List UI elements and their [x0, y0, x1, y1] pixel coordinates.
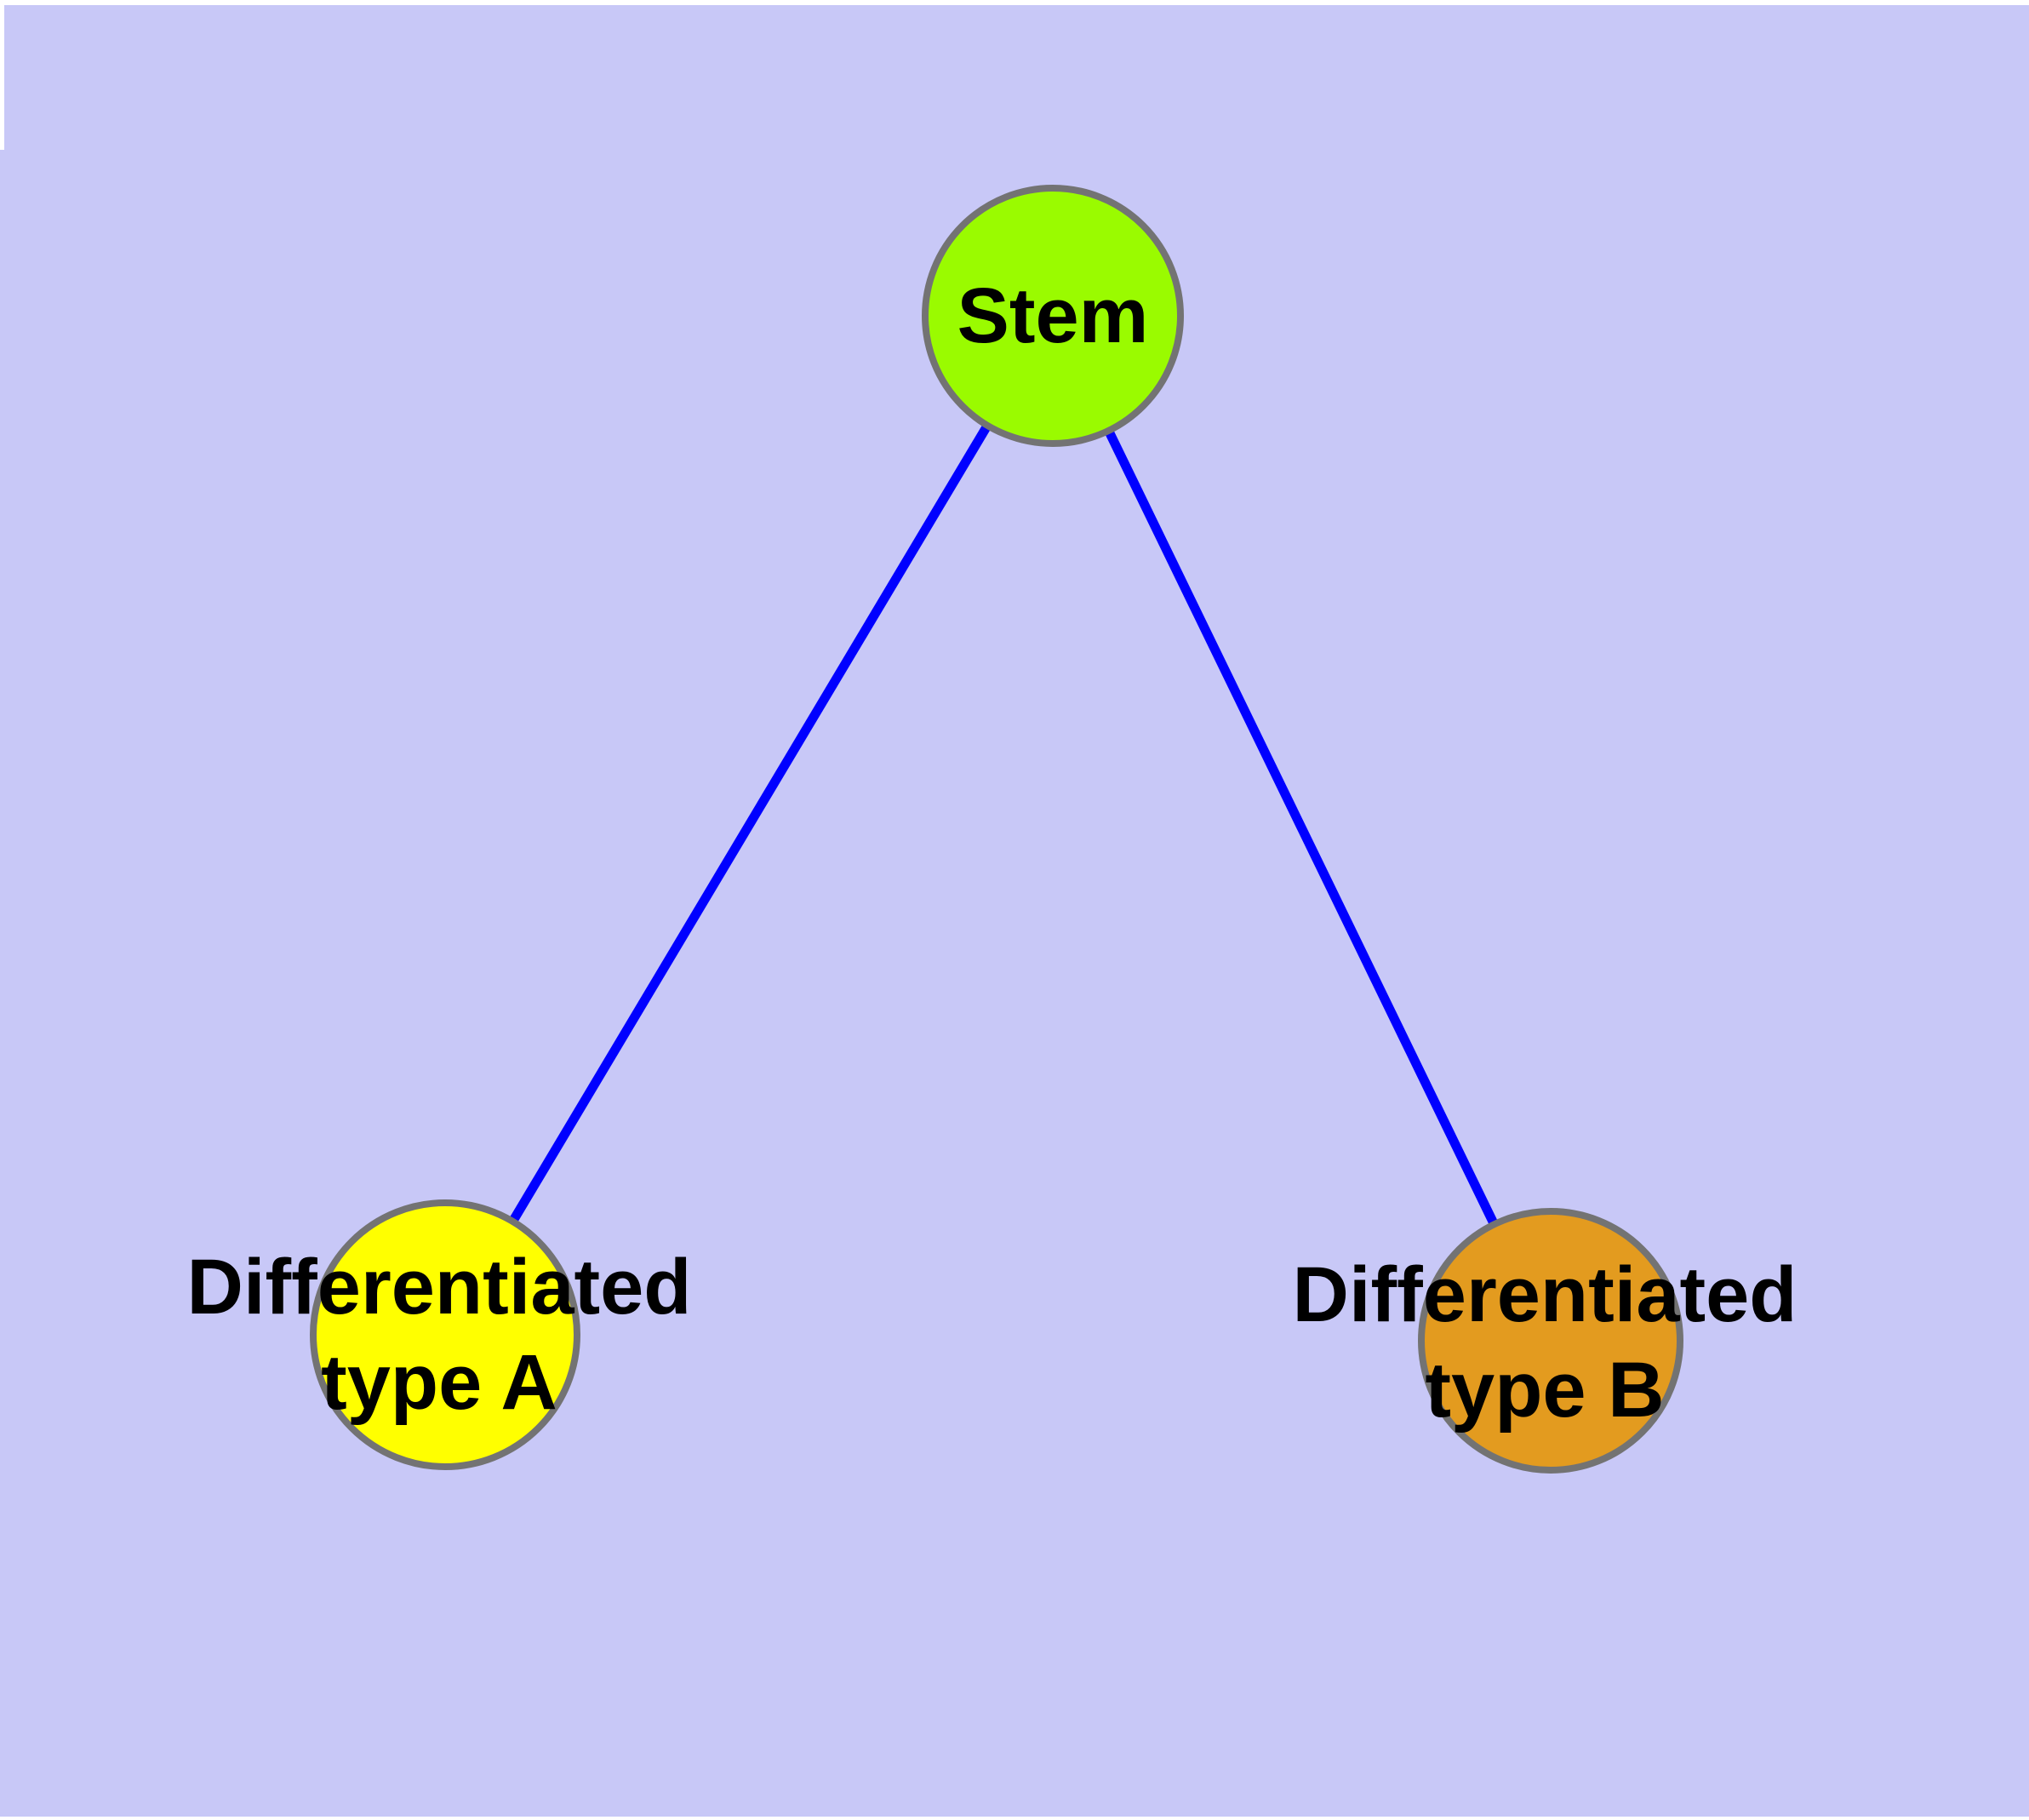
margin-notch — [0, 5, 4, 150]
node-type-b-circle — [1418, 1208, 1683, 1474]
node-type-a-circle — [310, 1199, 580, 1470]
node-type-b-label-line1: Differentiated — [1292, 1251, 1798, 1338]
node-type-a-label: Differentiated type A — [187, 1239, 692, 1430]
edge-stem-to-type-b — [1049, 313, 1555, 1343]
node-type-a-label-line2: type A — [321, 1339, 557, 1426]
node-stem-label: Stem — [957, 272, 1149, 359]
node-type-b-label-line2: type B — [1425, 1347, 1665, 1434]
edge-stem-to-type-a — [441, 313, 1057, 1337]
node-type-b-label: Differentiated type B — [1293, 1247, 1798, 1438]
node-stem-circle — [922, 185, 1184, 447]
node-type-a-label-line1: Differentiated — [186, 1244, 692, 1331]
